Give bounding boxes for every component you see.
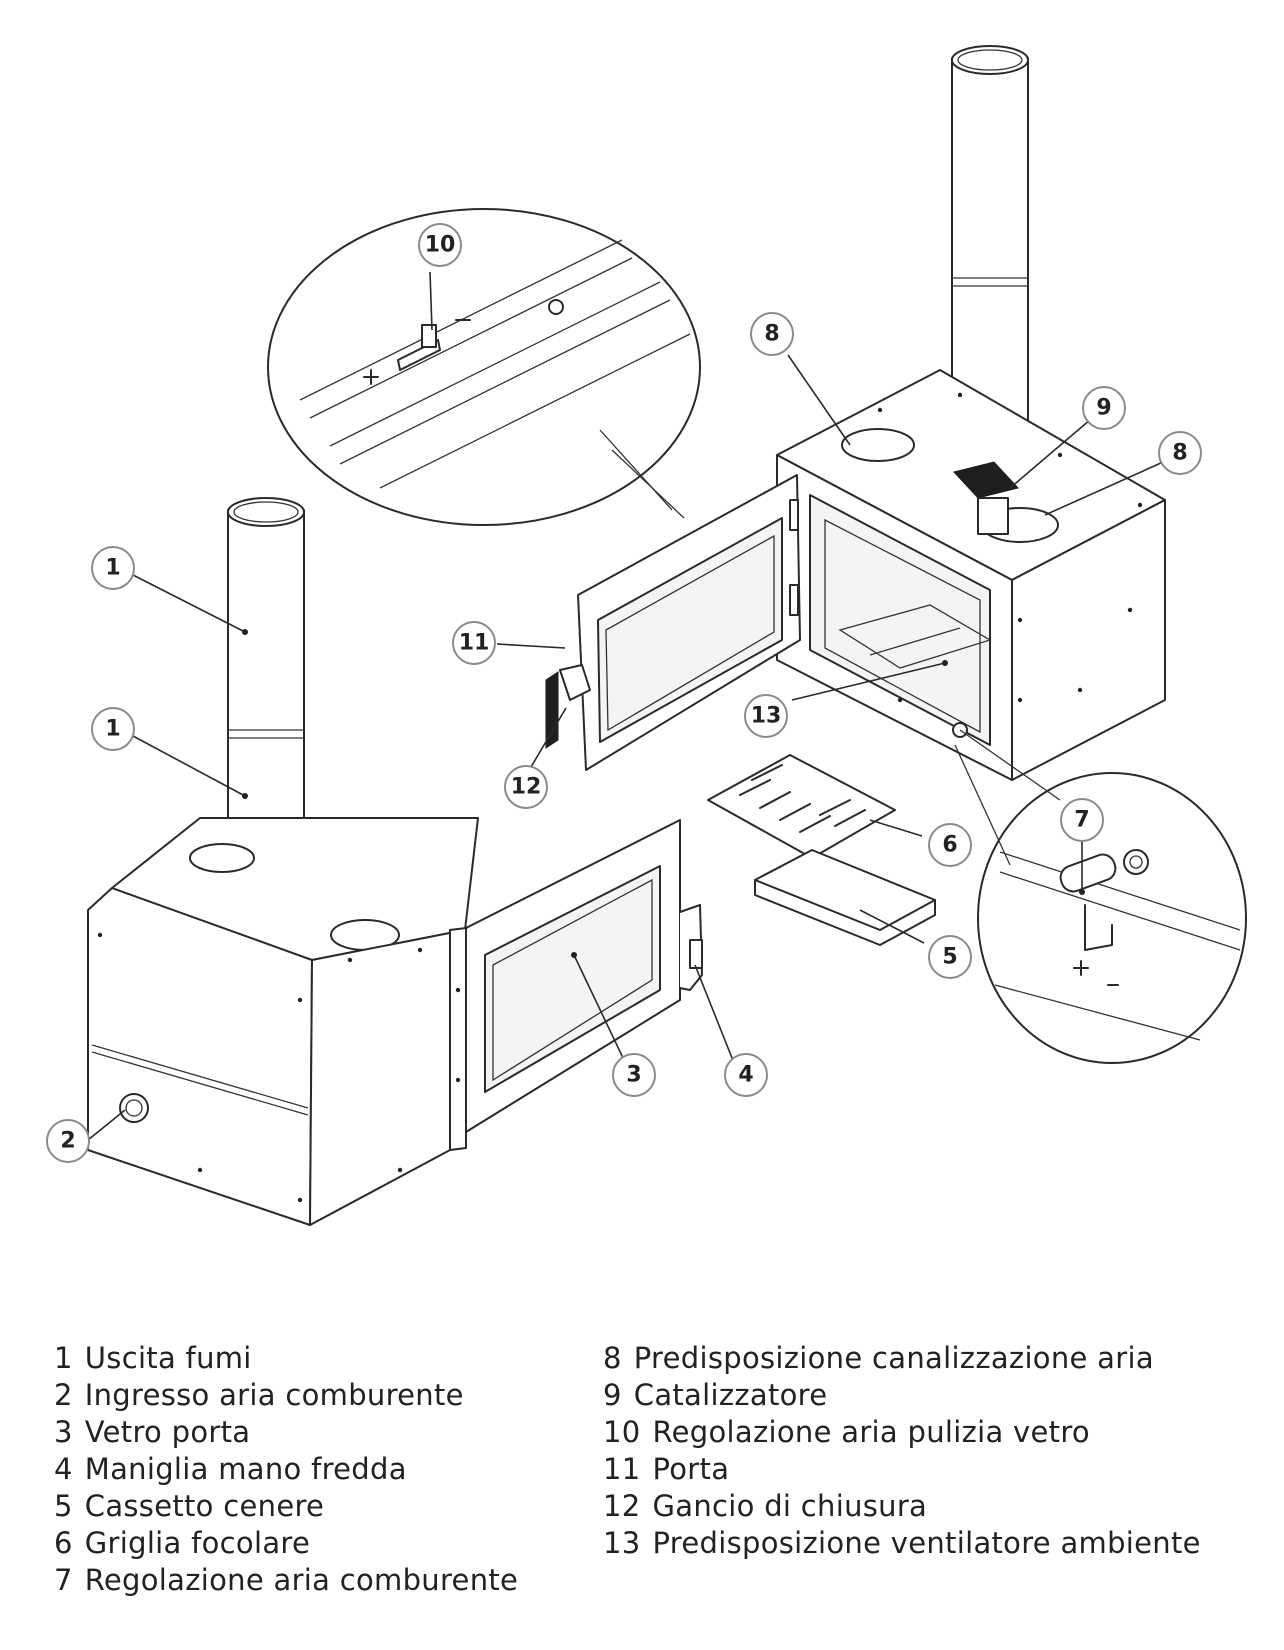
legend-item-number: 9 xyxy=(603,1378,622,1412)
legend-item: 4 Maniglia mano fredda xyxy=(54,1451,518,1488)
zoom-detail-combustion-air xyxy=(954,729,1247,1064)
legend-item-number: 13 xyxy=(603,1526,641,1560)
legend-item: 5 Cassetto cenere xyxy=(54,1488,518,1525)
fire-grate xyxy=(707,754,896,859)
svg-text:1: 1 xyxy=(105,556,120,581)
legend-item: 9 Catalizzatore xyxy=(603,1377,1201,1414)
svg-text:2: 2 xyxy=(60,1129,75,1154)
legend-item: 3 Vetro porta xyxy=(54,1414,518,1451)
left-stove xyxy=(87,497,479,1226)
svg-text:3: 3 xyxy=(626,1063,641,1088)
legend-item: 11 Porta xyxy=(603,1451,1201,1488)
svg-text:12: 12 xyxy=(511,775,542,800)
callout-2: 2 xyxy=(46,1119,90,1163)
callout-11: 11 xyxy=(452,621,496,665)
legend-item: 12 Gancio di chiusura xyxy=(603,1488,1201,1525)
legend-item-label: Ingresso aria comburente xyxy=(84,1378,464,1412)
legend-item-label: Regolazione aria pulizia vetro xyxy=(652,1415,1090,1449)
legend-item-label: Vetro porta xyxy=(84,1415,251,1449)
stove-exploded-diagram: 1 1 2 3 4 5 6 7 8 8 9 10 11 12 13 xyxy=(46,45,1247,1226)
legend-item-label: Porta xyxy=(652,1452,730,1486)
legend-item-label: Cassetto cenere xyxy=(84,1489,325,1523)
callout-7: 7 xyxy=(1060,798,1104,842)
zoom-detail-air-glass xyxy=(267,208,701,526)
svg-text:13: 13 xyxy=(751,704,782,729)
svg-text:10: 10 xyxy=(425,233,456,258)
callout-4: 4 xyxy=(724,1053,768,1097)
legend-item-label: Griglia focolare xyxy=(84,1526,311,1560)
callout-5: 5 xyxy=(928,935,972,979)
legend-item: 7 Regolazione aria comburente xyxy=(54,1562,518,1599)
legend-item-number: 6 xyxy=(54,1526,73,1560)
leader-lines xyxy=(87,271,1173,1141)
legend-item-label: Regolazione aria comburente xyxy=(84,1563,519,1597)
callout-6: 6 xyxy=(928,823,972,867)
legend-item-label: Predisposizione ventilatore ambiente xyxy=(652,1526,1201,1560)
legend-item-number: 1 xyxy=(54,1341,73,1375)
legend-item: 6 Griglia focolare xyxy=(54,1525,518,1562)
callout-9: 9 xyxy=(1082,386,1126,430)
legend-item-number: 7 xyxy=(54,1563,73,1597)
svg-text:4: 4 xyxy=(738,1063,753,1088)
legend-item-number: 11 xyxy=(603,1452,641,1486)
legend-item: 13 Predisposizione ventilatore ambiente xyxy=(603,1525,1201,1562)
callout-8-left: 8 xyxy=(750,312,794,356)
callout-13: 13 xyxy=(744,694,788,738)
legend-column-left: 1 Uscita fumi 2 Ingresso aria comburente 3 Ve… xyxy=(54,1340,518,1599)
legend-item-number: 10 xyxy=(603,1415,641,1449)
svg-text:9: 9 xyxy=(1096,396,1111,421)
ash-drawer xyxy=(754,849,936,946)
legend-item-number: 3 xyxy=(54,1415,73,1449)
callout-1-lower: 1 xyxy=(91,707,135,751)
legend-item: 10 Regolazione aria pulizia vetro xyxy=(603,1414,1201,1451)
legend-item-label: Predisposizione canalizzazione aria xyxy=(633,1341,1154,1375)
svg-text:7: 7 xyxy=(1074,808,1089,833)
legend-item-number: 5 xyxy=(54,1489,73,1523)
legend-item-label: Uscita fumi xyxy=(84,1341,252,1375)
legend-item: 2 Ingresso aria comburente xyxy=(54,1377,518,1414)
legend-item-label: Gancio di chiusura xyxy=(652,1489,928,1523)
svg-text:11: 11 xyxy=(459,631,490,656)
legend-item-number: 8 xyxy=(603,1341,622,1375)
callout-1-upper: 1 xyxy=(91,546,135,590)
legend-item-number: 2 xyxy=(54,1378,73,1412)
svg-text:1: 1 xyxy=(105,717,120,742)
callout-8-right: 8 xyxy=(1158,431,1202,475)
parts-legend: 1 Uscita fumi 2 Ingresso aria comburente 3 Ve… xyxy=(0,1340,1284,1640)
svg-text:8: 8 xyxy=(764,322,779,347)
legend-item: 8 Predisposizione canalizzazione aria xyxy=(603,1340,1201,1377)
legend-item-number: 12 xyxy=(603,1489,641,1523)
right-stove-door xyxy=(545,474,801,771)
callout-12: 12 xyxy=(504,765,548,809)
svg-text:6: 6 xyxy=(942,833,957,858)
svg-text:5: 5 xyxy=(942,945,957,970)
legend-item-number: 4 xyxy=(54,1452,73,1486)
callout-3: 3 xyxy=(612,1053,656,1097)
callout-10: 10 xyxy=(418,223,462,267)
svg-text:8: 8 xyxy=(1172,441,1187,466)
legend-item-label: Maniglia mano fredda xyxy=(84,1452,407,1486)
legend-item: 1 Uscita fumi xyxy=(54,1340,518,1377)
right-stove xyxy=(776,45,1166,781)
legend-item-label: Catalizzatore xyxy=(633,1378,828,1412)
legend-column-right: 8 Predisposizione canalizzazione aria 9 Cat… xyxy=(603,1340,1201,1562)
